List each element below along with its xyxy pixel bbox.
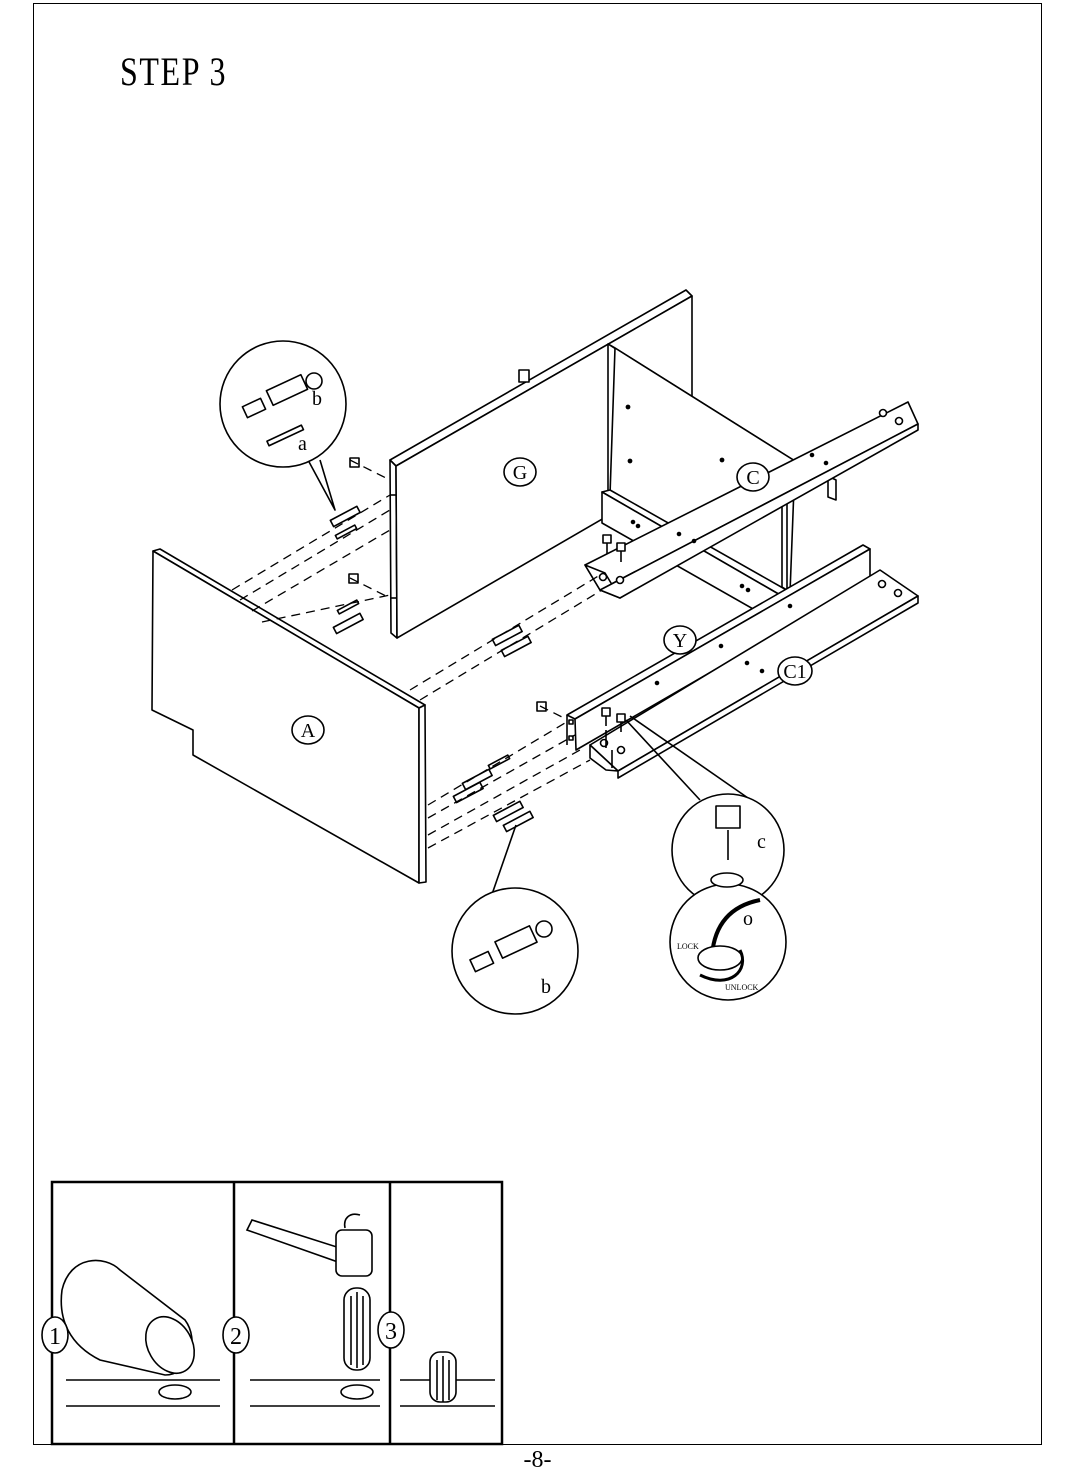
hardware-label-a: a	[298, 433, 307, 455]
detail-step-2: 2	[230, 1324, 242, 1350]
panel-a	[152, 549, 426, 883]
hardware-label-b-bottom: b	[541, 976, 551, 998]
part-label-g: G	[513, 462, 527, 484]
detail-step-1: 1	[49, 1324, 61, 1350]
hardware-label-c: c	[757, 831, 766, 853]
unlock-label: UNLOCK	[725, 983, 759, 992]
part-label-c1: C1	[783, 661, 806, 683]
part-label-a: A	[301, 720, 316, 742]
hardware-label-b-top: b	[312, 388, 322, 410]
detail-step-3: 3	[385, 1319, 397, 1345]
detail-inset: 1 2 3	[42, 1182, 502, 1444]
part-label-y: Y	[673, 630, 687, 652]
lock-label: LOCK	[677, 942, 699, 951]
hardware-label-o: o	[743, 908, 753, 930]
page-number: -8-	[0, 1447, 1075, 1474]
callout-lower	[452, 825, 578, 1014]
part-label-c: C	[746, 467, 759, 489]
callout-upper	[220, 341, 346, 510]
